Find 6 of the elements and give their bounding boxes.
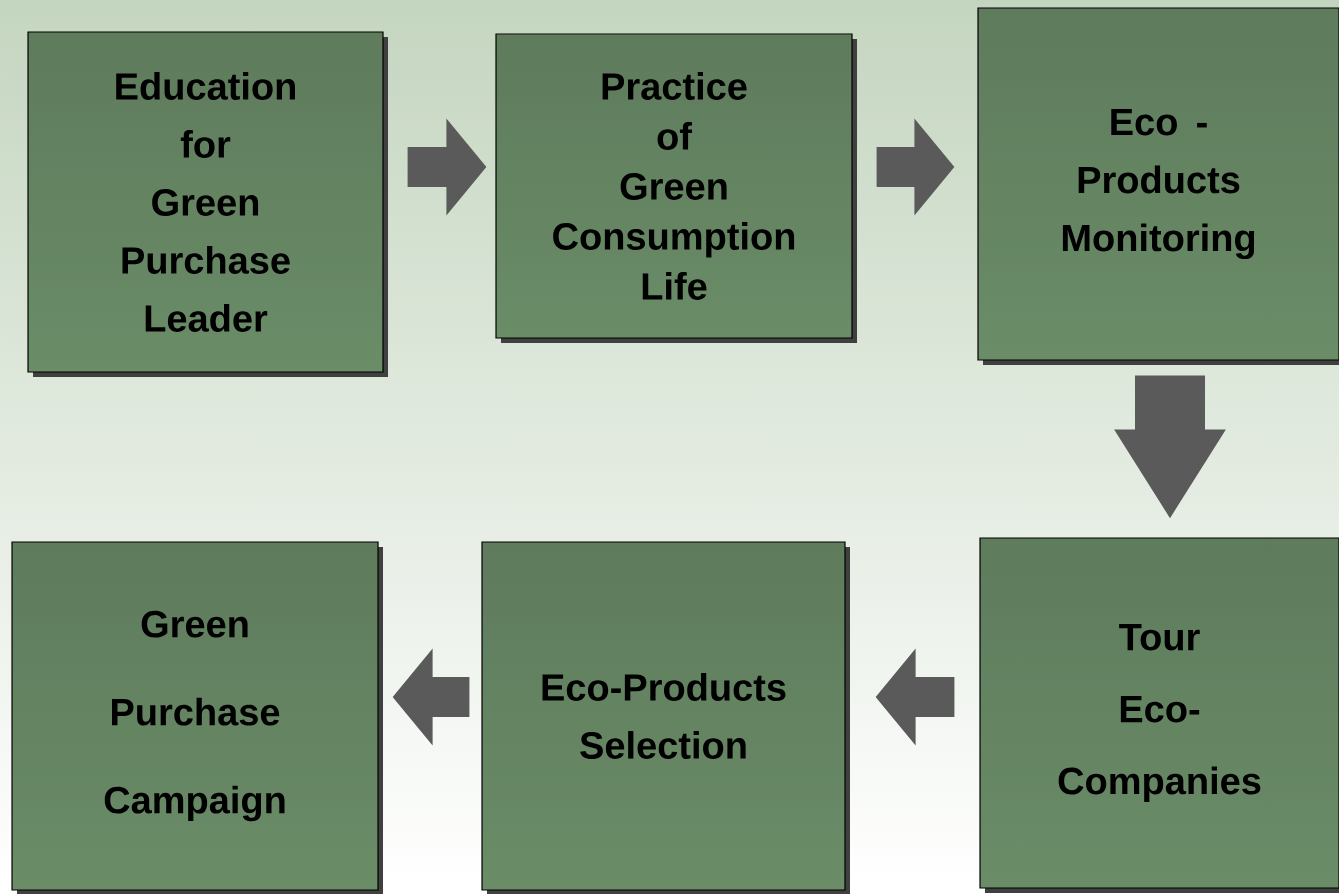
- process-box: Green Purchase Campaign: [11, 541, 383, 894]
- process-box: Eco - Products Monitoring: [977, 7, 1339, 365]
- process-box: Practice of Green Consumption Life: [495, 33, 857, 343]
- process-box: Education for Green Purchase Leader: [27, 31, 388, 377]
- process-box: Tour Eco- Companies: [979, 537, 1339, 893]
- process-box: Eco-Products Selection: [481, 541, 850, 894]
